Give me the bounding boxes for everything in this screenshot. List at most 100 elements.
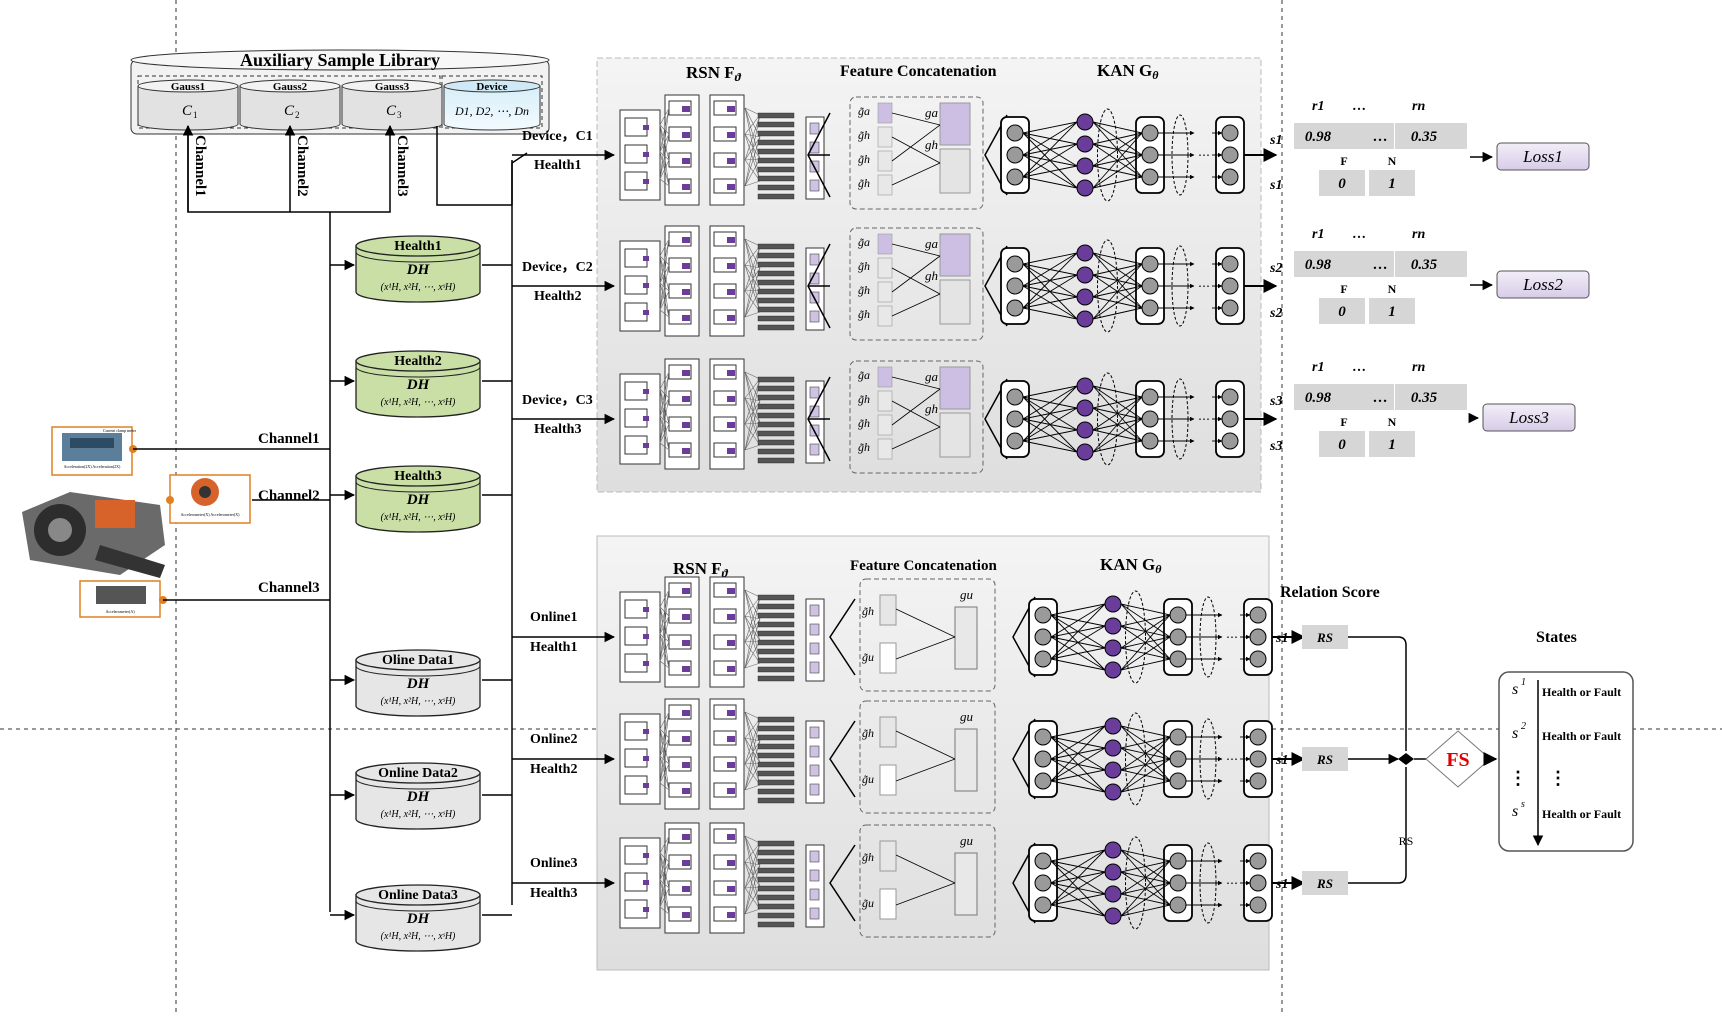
conn-line [744, 133, 761, 160]
kan-node [1076, 377, 1094, 395]
kan-edge [1050, 747, 1106, 782]
kan-node [1249, 852, 1267, 870]
concat-link [891, 293, 941, 317]
score-header-ellipsis: … [1352, 99, 1366, 114]
kan-edge [1120, 603, 1171, 616]
dense-bar [757, 743, 795, 750]
score-header-rn: rn [1412, 227, 1425, 242]
conv-mark [727, 184, 735, 190]
conn-line [744, 589, 761, 620]
state-symbol: s [1512, 681, 1518, 698]
kan-node [1006, 146, 1024, 164]
conn-line [744, 762, 761, 791]
dense-bar [757, 403, 795, 410]
kan-node [1249, 896, 1267, 914]
input-mark [643, 607, 649, 612]
dense-bar [757, 112, 795, 119]
gauss-symbol-3: C [386, 103, 397, 119]
concat-link [895, 608, 956, 638]
score-cell [1395, 384, 1467, 410]
kan-node [1104, 863, 1122, 881]
db-symbol: DH [406, 676, 431, 692]
conn-line [744, 711, 761, 742]
conv-mark [682, 237, 690, 243]
conn-line [744, 267, 761, 292]
conn-line [744, 133, 761, 182]
training-row-sublabel-1: Health1 [534, 158, 581, 173]
dense-bar [757, 797, 795, 804]
input-mark [643, 125, 649, 130]
conn-line [744, 238, 761, 291]
kan-fork [984, 245, 1008, 327]
kan-node [1006, 255, 1024, 273]
loss-label: Loss2 [1522, 275, 1563, 294]
loss-box [1496, 142, 1590, 171]
kan-ellipsis: ⋯ [1198, 412, 1210, 426]
score-label-f: F [1340, 415, 1347, 429]
kan-edge [1050, 625, 1106, 660]
conn-line [744, 662, 761, 669]
testing-kan-label: KAN Gθ [1100, 555, 1162, 576]
kan-edge [1022, 165, 1078, 178]
device-cylinder [443, 85, 541, 131]
feature-cube [809, 122, 820, 135]
db-symbol: DH [406, 262, 431, 278]
kan-node [1169, 728, 1187, 746]
feature-slab [877, 126, 893, 148]
conn-line [744, 114, 761, 135]
conn-line [744, 397, 761, 424]
kan-edge [1092, 396, 1143, 409]
conv-mark [727, 614, 735, 620]
kan-edge [1022, 121, 1078, 134]
conv-mark [727, 886, 735, 892]
dense-bar [757, 121, 795, 128]
conn-line [744, 615, 761, 642]
feature-cube [809, 253, 820, 266]
db-top [355, 884, 481, 906]
testing-network-row-2 [619, 698, 825, 810]
kan-node [1076, 266, 1094, 284]
conv-mark [727, 710, 735, 716]
conn-line [744, 711, 761, 720]
conn-line [744, 596, 761, 669]
concat-link [891, 400, 941, 428]
relation-row-id: s1 [1275, 753, 1288, 768]
dense-bar [757, 166, 795, 173]
feature-label-h: g̃h [862, 850, 874, 864]
conn-line [744, 842, 761, 915]
conn-line [744, 371, 761, 402]
conn-line [744, 615, 761, 620]
kan-node [1249, 750, 1267, 768]
dense-bar [757, 243, 795, 250]
concat-link [891, 267, 941, 295]
gauss-cylinder-top-3 [341, 79, 443, 93]
testing-rsn-label: RSN Fϑ [673, 559, 729, 580]
score-cell [1395, 251, 1467, 277]
concat-label-a: ga [925, 236, 939, 251]
concat-label-h: gh [925, 137, 938, 152]
feature-label-3: g̃h [858, 416, 870, 430]
kan-node [1006, 410, 1024, 428]
dense-bar [757, 324, 795, 331]
feature-slab [877, 438, 893, 460]
dense-bar [757, 734, 795, 741]
conn-line [659, 711, 670, 730]
dense-bar [757, 921, 795, 928]
conn-line [744, 908, 761, 915]
conn-line [744, 397, 761, 402]
testing-row-label-3: Online3 [530, 856, 577, 871]
conv-mark [682, 762, 690, 768]
conn-line [744, 107, 761, 182]
testing-network-row-1 [619, 576, 825, 688]
conn-line [744, 238, 761, 269]
input-mark [643, 853, 649, 858]
conv-mark [727, 788, 735, 794]
kan-node [1221, 432, 1239, 450]
state-dots-right: ⋮ [1549, 768, 1567, 788]
conn-line [744, 378, 761, 451]
state-superscript: 2 [1521, 721, 1526, 732]
conv-mark [682, 132, 690, 138]
